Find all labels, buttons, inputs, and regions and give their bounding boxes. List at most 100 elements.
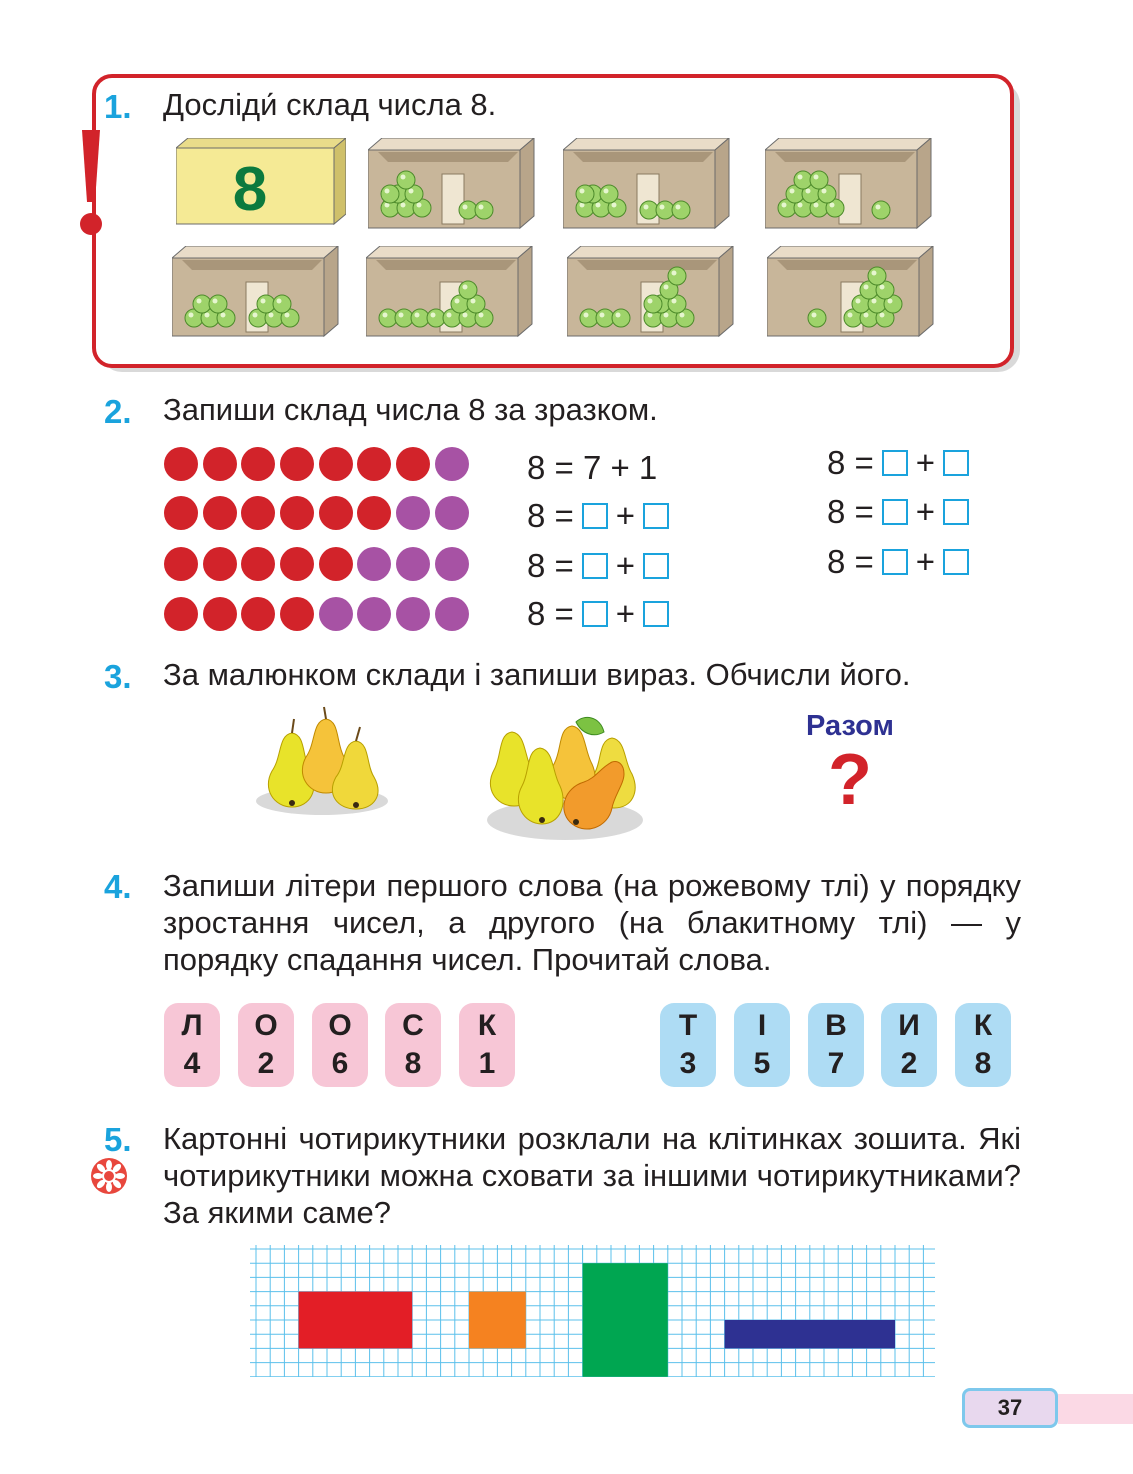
sample-equation: 8 = 7 + 1 [527,449,658,486]
green-ball [809,170,829,190]
answer-box[interactable] [581,503,608,529]
answer-box[interactable] [581,601,608,627]
red-dot [241,496,276,530]
answer-box[interactable] [881,450,908,476]
green-ball [394,308,414,328]
leaf-icon [575,716,605,736]
page-strip [1058,1394,1133,1424]
task4-number: 4. [104,868,132,905]
green-ball [192,294,212,314]
task2-number: 2. [104,393,132,430]
box-with-balls [765,138,932,230]
flower-icon [91,1158,127,1194]
red-dot [241,597,276,631]
pear-icon [331,726,379,810]
green-ball [474,200,494,220]
green-ball [671,200,691,220]
answer-box[interactable] [881,549,908,575]
green-ball [272,294,292,314]
red-dot [318,447,353,481]
red-dot [280,496,315,530]
plus-sign: + [915,493,936,530]
answer-box[interactable] [943,499,970,525]
red-dot [241,447,276,481]
answer-box[interactable] [943,450,970,476]
answer-box[interactable] [581,553,608,579]
box-with-balls [368,138,535,230]
page-tab [962,1388,1058,1428]
green-rectangle [582,1263,668,1377]
red-dot [241,547,276,581]
orange-square [469,1291,526,1349]
green-ball [639,200,659,220]
red-dot [396,447,431,481]
pear-icon [301,706,349,794]
green-ball [807,308,827,328]
green-ball [611,308,631,328]
purple-dot [396,597,431,631]
equation-prefix: 8 = [527,595,574,632]
blue-rectangle [724,1320,895,1349]
plus-sign: + [915,543,936,580]
equation-prefix: 8 = [827,543,874,580]
green-ball [380,184,400,204]
task1-number: 1. [104,88,132,125]
red-dot [164,496,198,530]
green-ball [458,280,478,300]
answer-box[interactable] [881,499,908,525]
equation-prefix: 8 = [527,497,574,534]
green-ball [208,294,228,314]
number-card: 8 [176,138,346,226]
red-dot [202,496,237,530]
equation-row: 8 = + [827,443,971,483]
dot-row [164,547,469,581]
plus-sign: + [915,444,936,481]
purple-dot [396,547,431,581]
red-dot [318,496,353,530]
equation-row: 8 = + [527,594,671,634]
red-dot [318,547,353,581]
green-ball [793,170,813,190]
red-dot [280,447,315,481]
box-with-balls [563,138,730,230]
answer-box[interactable] [643,553,670,579]
task2-text: Запиши склад числа 8 за зразком. [163,392,658,427]
equation-row: 8 = + [827,542,971,582]
box-with-balls [567,246,734,338]
green-ball [575,184,595,204]
task3-text: За малюнком склади і запиши вираз. Обчис… [163,657,911,692]
box-with-balls [366,246,533,338]
green-ball [599,184,619,204]
green-ball [378,308,398,328]
purple-dot [434,597,469,631]
purple-dot [434,447,469,481]
green-ball [579,308,599,328]
red-dot [164,597,198,631]
green-ball [595,308,615,328]
green-ball [867,266,887,286]
task1-text: Досліди́ склад числа 8. [163,87,497,122]
red-dot [280,547,315,581]
plus-sign: + [615,547,636,584]
answer-box[interactable] [643,503,670,529]
green-ball [458,200,478,220]
green-ball [871,200,891,220]
purple-dot [434,496,469,530]
question-mark: ? [828,740,872,820]
red-dot [280,597,315,631]
task5-text: Картонні чотирикутники розклали на кліти… [163,1121,1021,1230]
purple-dot [357,547,392,581]
answer-box[interactable] [943,549,970,575]
equation-prefix: 8 = [527,547,574,584]
green-ball [643,294,663,314]
red-rectangle [298,1291,413,1349]
total-label: Разом [806,710,894,742]
answer-box[interactable] [643,601,670,627]
